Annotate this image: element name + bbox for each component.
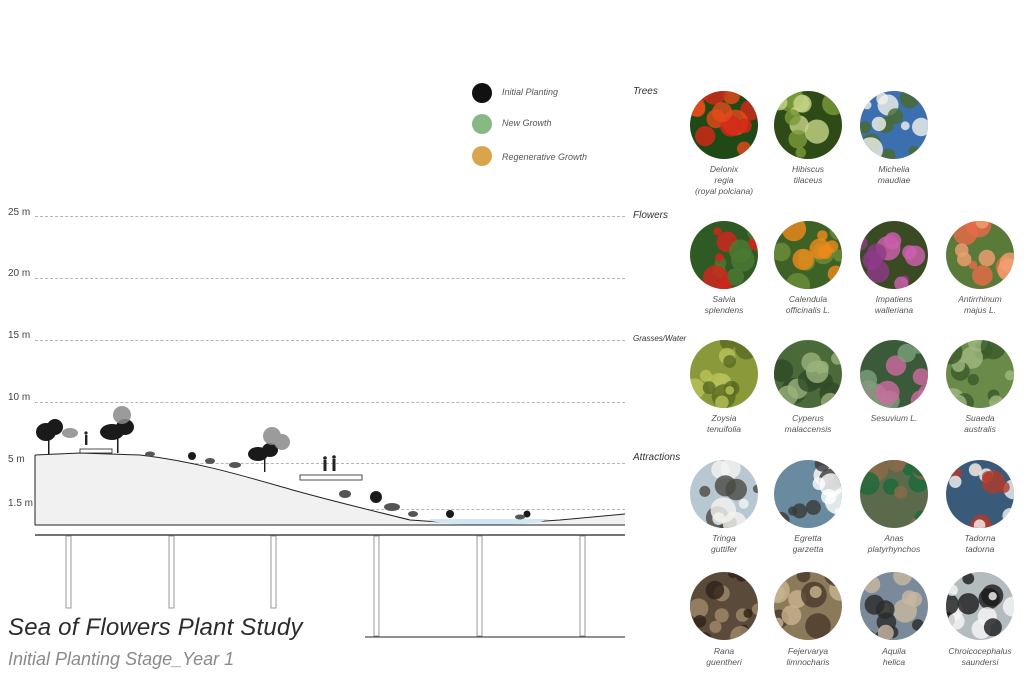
viewing-platform-right [299,474,363,481]
snapdragon-photo-icon [946,221,1014,289]
shrubs [145,451,525,520]
legend-dot-initial-planting [472,83,492,103]
moss-grass-photo-icon [690,340,758,408]
elevation-label-20m: 20 m [8,268,31,279]
terrain-profile-line [34,452,626,525]
species-caption: Delonix regia (royal polciana) [694,164,754,196]
elevation-label-5m: 5 m [8,454,25,465]
species-caption: Zoysia tenuifolia [706,413,742,434]
page-subtitle: Initial Planting Stage_Year 1 [8,649,235,669]
suaeda-shrub-photo-icon [946,340,1014,408]
elevation-line-10m [35,402,625,403]
species-caption: Suaeda australis [964,413,996,434]
elevation-line-20m [35,278,625,279]
trees-new-growth [62,406,290,450]
water-body [430,519,550,526]
elevation-label-25m: 25 m [8,207,31,218]
legend-label-initial-planting: Initial Planting [502,87,559,97]
foundation-piles [65,535,586,637]
species-caption: Antirrhinum majus L. [958,294,1002,315]
legend-label-new-growth: New Growth [502,118,552,128]
viewing-platform-left [79,448,113,454]
spotted-frog-photo-icon [774,572,842,640]
species-caption: Tringa guttifer [711,533,737,554]
legend-dot-new-growth [472,114,492,134]
red-salvia-photo-icon [690,221,758,289]
terrain-mound [35,453,625,525]
species-caption: Sesuvium L. [870,413,918,423]
species-caption: Anas platyrhynchos [867,533,921,554]
elevation-label-10m: 10 m [8,392,31,403]
pink-impatiens-photo-icon [860,221,928,289]
elevation-label-1-5m: 1.5 m [8,498,34,509]
people-figures [84,431,336,471]
elevation-line-5m [35,463,625,464]
species-caption: Cyperus malaccensis [784,413,832,434]
elevation-label-15m: 15 m [8,330,31,341]
species-caption: Chroicocephalus saundersi [948,646,1012,667]
legend-label-regenerative-growth: Regenerative Growth [502,152,588,162]
species-caption: Michelia maudiae [877,164,911,185]
eagle-photo-icon [860,572,928,640]
species-caption: Rana guentheri [706,646,742,667]
species-caption: Calendula officinalis L. [785,294,831,315]
species-caption: Impatiens walleriana [874,294,914,315]
shelduck-photo-icon [946,460,1014,528]
species-caption: Tadorna tadorna [964,533,996,554]
species-caption: Fejervarya limnocharis [786,646,830,667]
mallard-duck-photo-icon [860,460,928,528]
elevation-line-25m [35,216,625,217]
category-label-grasses-water: Grasses/Water [633,334,687,343]
elevation-line-15m [35,340,625,341]
species-caption: Egretta garzetta [792,533,824,554]
red-flowering-tree-photo-icon [690,91,758,159]
egret-photo-icon [774,460,842,528]
species-caption: Salvia splendens [704,294,744,315]
page-title: Sea of Flowers Plant Study [8,614,303,641]
sandpiper-photo-icon [690,460,758,528]
category-label-flowers: Flowers [633,210,669,221]
landscape-section-drawing [34,406,626,638]
gull-photo-icon [946,572,1014,640]
species-caption: Aquila helica [882,646,906,667]
green-foliage-photo-icon [774,91,842,159]
orange-calendula-photo-icon [774,221,842,289]
reed-grass-photo-icon [774,340,842,408]
category-label-attractions: Attractions [633,452,681,463]
white-blossom-tree-photo-icon [860,91,928,159]
succulent-leaves-photo-icon [860,340,928,408]
legend-dot-regenerative-growth [472,146,492,166]
category-label-trees: Trees [633,86,658,97]
brown-frog-photo-icon [690,572,758,640]
species-caption: Hibiscus tilaceus [791,164,825,185]
